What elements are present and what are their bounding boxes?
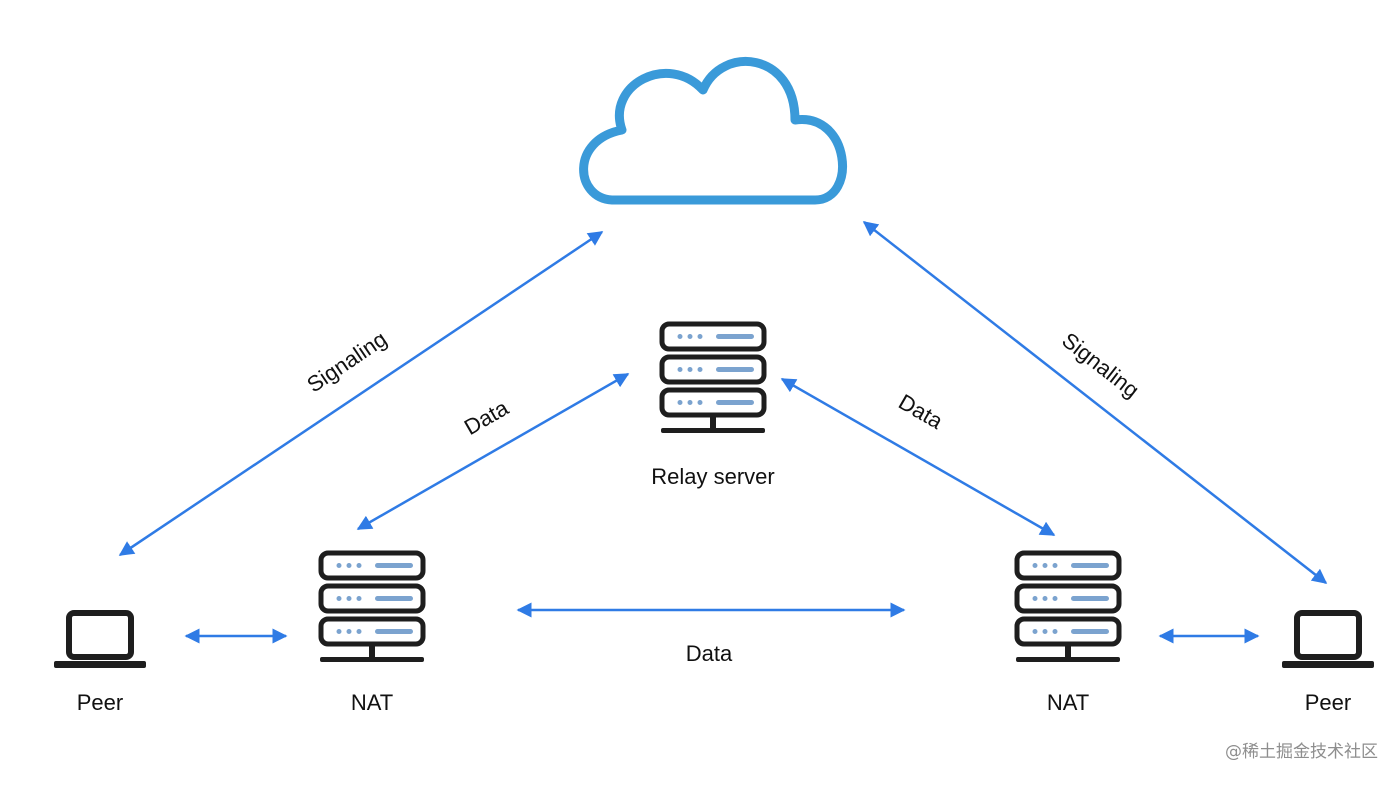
relay-server-icon — [661, 324, 765, 433]
peer-right-laptop-icon — [1282, 613, 1374, 668]
nat-left-icon — [320, 553, 424, 662]
cloud-icon — [579, 57, 847, 205]
signaling-arrow-right — [862, 221, 1328, 584]
nat-right-label: NAT — [1047, 690, 1089, 715]
peer-right-label: Peer — [1305, 690, 1351, 715]
peer-left-label: Peer — [77, 690, 123, 715]
peer-left-laptop-icon — [54, 613, 146, 668]
data-right-label: Data — [894, 389, 947, 434]
nat-right-icon — [1016, 553, 1120, 662]
signaling-arrow-left — [118, 230, 604, 557]
data-arrow-right — [780, 377, 1056, 537]
nat-left-label: NAT — [351, 690, 393, 715]
data-bottom-label: Data — [686, 641, 733, 666]
watermark: @稀土掘金技术社区 — [1225, 742, 1378, 762]
data-left-label: Data — [460, 395, 513, 440]
signaling-right-label: Signaling — [1057, 327, 1144, 402]
data-arrow-left — [356, 372, 630, 531]
signaling-left-label: Signaling — [302, 326, 391, 397]
relay-server-label: Relay server — [651, 464, 774, 489]
arrows — [118, 221, 1328, 644]
